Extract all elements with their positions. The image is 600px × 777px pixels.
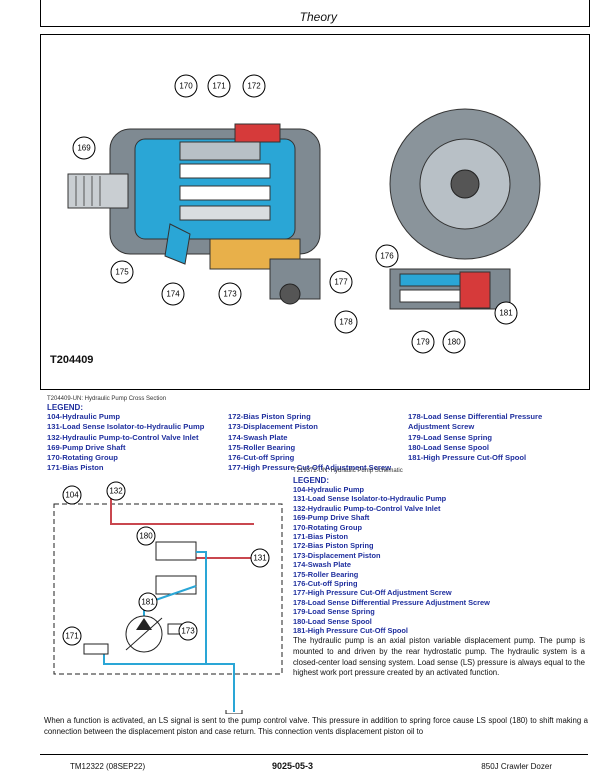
- legend-item: 171-Bias Piston: [47, 463, 104, 473]
- legend-item: 170-Rotating Group: [47, 453, 118, 463]
- svg-text:172: 172: [247, 82, 261, 91]
- svg-text:180: 180: [447, 338, 461, 347]
- legend-item: 104-Hydraulic Pump: [293, 485, 365, 494]
- figure1-caption: T204409-UN: Hydraulic Pump Cross Section: [47, 396, 167, 402]
- legend-item: 179-Load Sense Spring: [408, 432, 492, 442]
- callout-171: 171: [207, 74, 231, 98]
- legend-item: 171-Bias Piston: [293, 532, 349, 542]
- legend-item: 174-Swash Plate: [228, 432, 288, 442]
- svg-text:104: 104: [65, 491, 79, 500]
- schematic-callout-181: 181: [138, 592, 158, 612]
- schematic-callout-171: 171: [62, 626, 82, 646]
- pump-schematic-illustration: 104 132 180 131 181 171 173: [53, 481, 283, 714]
- svg-text:173: 173: [181, 627, 195, 636]
- figure2-caption: T219372-UN: Hydraulic Pump Schematic: [293, 468, 403, 474]
- legend-item: 175-Roller Bearing: [228, 442, 296, 452]
- svg-text:181: 181: [141, 598, 155, 607]
- legend1-col1: 104-Hydraulic Pump 131-Load Sense Isolat…: [47, 412, 204, 474]
- svg-text:176: 176: [380, 252, 394, 261]
- callout-175: 175: [110, 260, 134, 284]
- legend-item: 181-High Pressure Cut-Off Spool: [293, 626, 408, 636]
- pump-end-view: [389, 108, 541, 310]
- callout-179: 179: [411, 330, 435, 354]
- legend-item: 131-Load Sense Isolator-to-Hydraulic Pum…: [47, 422, 205, 432]
- legend-item: 172-Bias Piston Spring: [228, 412, 311, 421]
- svg-text:175: 175: [115, 268, 129, 277]
- legend-item: 170-Rotating Group: [293, 522, 362, 532]
- svg-text:178: 178: [339, 318, 353, 327]
- legend-item: 180-Load Sense Spool: [293, 616, 372, 626]
- legend-item: 181-High Pressure Cut-Off Spool: [408, 453, 527, 463]
- schematic-callout-180: 180: [136, 526, 156, 546]
- legend2-title: LEGEND:: [293, 476, 329, 485]
- callout-180: 180: [442, 330, 466, 354]
- callout-177: 177: [329, 270, 353, 294]
- legend-item: 173-Displacement Piston: [293, 550, 381, 560]
- callout-170: 170: [174, 74, 198, 98]
- legend1-title: LEGEND:: [47, 403, 83, 412]
- schematic-callout-104: 104: [62, 485, 82, 505]
- svg-text:132: 132: [109, 487, 123, 496]
- callout-181: 181: [494, 301, 518, 325]
- header-title: Theory: [299, 10, 337, 24]
- schematic-callout-131: 131: [250, 548, 270, 568]
- function-activation-paragraph: When a function is activated, an LS sign…: [44, 716, 588, 736]
- pump-description-paragraph: The hydraulic pump is an axial piston va…: [293, 636, 585, 678]
- legend-item: 178-Load Sense Differential Pressure: [408, 412, 543, 421]
- svg-text:180: 180: [139, 532, 153, 541]
- schematic-callout-173: 173: [178, 621, 198, 641]
- legend-item: 177-High Pressure Cut-Off Adjustment Scr…: [228, 463, 392, 473]
- legend2-list: 104-Hydraulic Pump 131-Load Sense Isolat…: [293, 485, 490, 636]
- legend-item: 131-Load Sense Isolator-to-Hydraulic Pum…: [293, 494, 447, 504]
- page-header: Theory: [40, 0, 590, 27]
- legend-item: 104-Hydraulic Pump: [47, 412, 121, 421]
- pump-body-left: [67, 123, 321, 305]
- callout-176: 176: [375, 244, 399, 268]
- legend-item: 132-Hydraulic Pump-to-Control Valve Inle…: [293, 503, 441, 513]
- legend-item: 176-Cut-off Spring: [293, 579, 358, 589]
- pump-cross-section-illustration: 170 171 172 169 175 174 173 176 177 178 …: [67, 74, 541, 354]
- legend1-col3: 178-Load Sense Differential Pressure Adj…: [408, 412, 542, 463]
- svg-text:181: 181: [499, 309, 513, 318]
- schematic-callout-132: 132: [106, 481, 126, 501]
- callout-172: 172: [242, 74, 266, 98]
- footer-doc-id: TM12322 (08SEP22): [70, 762, 146, 771]
- callout-169: 169: [72, 136, 96, 160]
- svg-text:177: 177: [334, 278, 348, 287]
- legend-item: 180-Load Sense Spool: [408, 442, 490, 452]
- svg-text:179: 179: [416, 338, 430, 347]
- legend1-col2: 172-Bias Piston Spring 173-Displacement …: [228, 412, 391, 474]
- svg-text:171: 171: [212, 82, 226, 91]
- legend-item: 173-Displacement Piston: [228, 422, 318, 432]
- svg-text:171: 171: [65, 632, 79, 641]
- legend-item: 179-Load Sense Spring: [293, 607, 375, 617]
- page-footer: TM12322 (08SEP22) 9025-05-3 850J Crawler…: [40, 754, 588, 777]
- legend-item: 176-Cut-off Spring: [228, 453, 295, 463]
- legend-item: 169-Pump Drive Shaft: [47, 442, 126, 452]
- legend-item: 175-Roller Bearing: [293, 569, 359, 579]
- callout-173: 173: [218, 282, 242, 306]
- figure-id: T204409: [50, 354, 94, 366]
- legend-item: 172-Bias Piston Spring: [293, 541, 374, 551]
- legend-item: 174-Swash Plate: [293, 560, 351, 570]
- callout-178: 178: [334, 310, 358, 334]
- legend-item: 169-Pump Drive Shaft: [293, 513, 370, 523]
- footer-page-number: 9025-05-3: [272, 761, 314, 771]
- callout-174: 174: [161, 282, 185, 306]
- svg-text:131: 131: [253, 554, 267, 563]
- legend-item: 178-Load Sense Differential Pressure Adj…: [293, 597, 490, 607]
- footer-model: 850J Crawler Dozer: [481, 762, 552, 771]
- legend-item: 132-Hydraulic Pump-to-Control Valve Inle…: [47, 432, 199, 442]
- svg-text:173: 173: [223, 290, 237, 299]
- svg-text:169: 169: [77, 144, 91, 153]
- svg-text:174: 174: [166, 290, 180, 299]
- svg-text:170: 170: [179, 82, 193, 91]
- pump-cross-section-figure: [40, 34, 590, 390]
- legend-item: 177-High Pressure Cut-Off Adjustment Scr…: [293, 588, 452, 598]
- legend-item: Adjustment Screw: [408, 422, 475, 432]
